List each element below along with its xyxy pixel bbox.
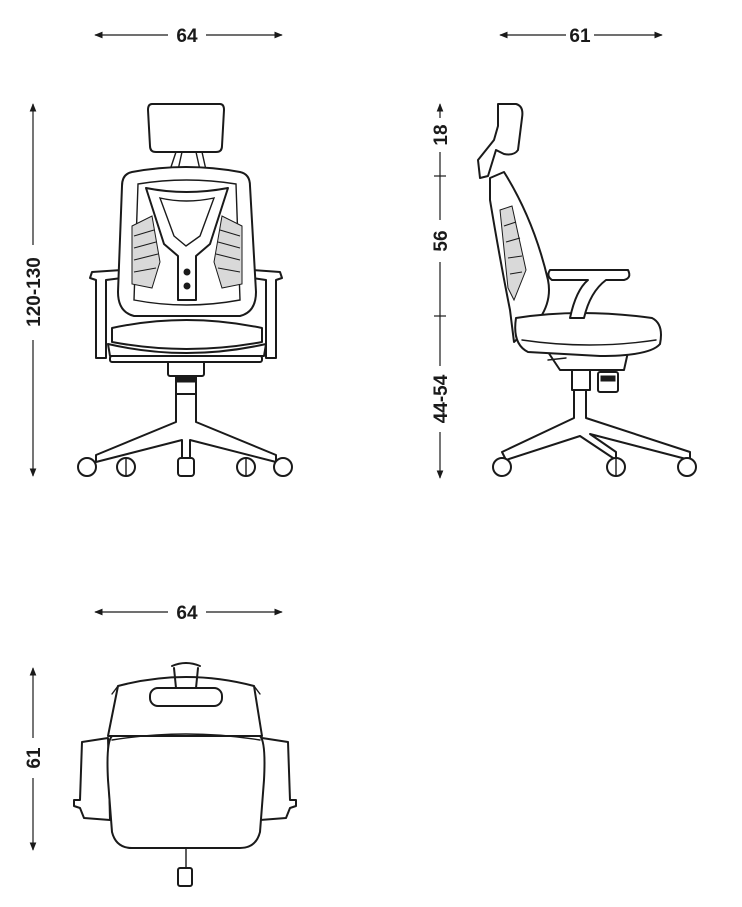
chair-side-view <box>477 103 697 477</box>
top-width-dimension: 64 <box>94 603 283 624</box>
back-height-label: 56 <box>431 230 452 251</box>
front-height-label: 120-130 <box>24 257 45 327</box>
seat-height-label: 44-54 <box>431 374 452 423</box>
chair-top-view <box>73 662 297 887</box>
side-height-dimension: 18 56 44-54 <box>431 103 452 479</box>
chair-front-view <box>77 103 293 477</box>
side-depth-label: 61 <box>569 26 591 47</box>
top-depth-dimension: 61 <box>24 667 45 851</box>
top-width-label: 64 <box>176 603 198 624</box>
top-depth-label: 61 <box>24 747 45 769</box>
headrest-height-label: 18 <box>431 124 452 145</box>
front-height-dimension: 120-130 <box>24 103 45 477</box>
front-width-dimension: 64 <box>94 26 283 47</box>
front-width-label: 64 <box>176 26 198 47</box>
side-depth-dimension: 61 <box>499 26 663 47</box>
